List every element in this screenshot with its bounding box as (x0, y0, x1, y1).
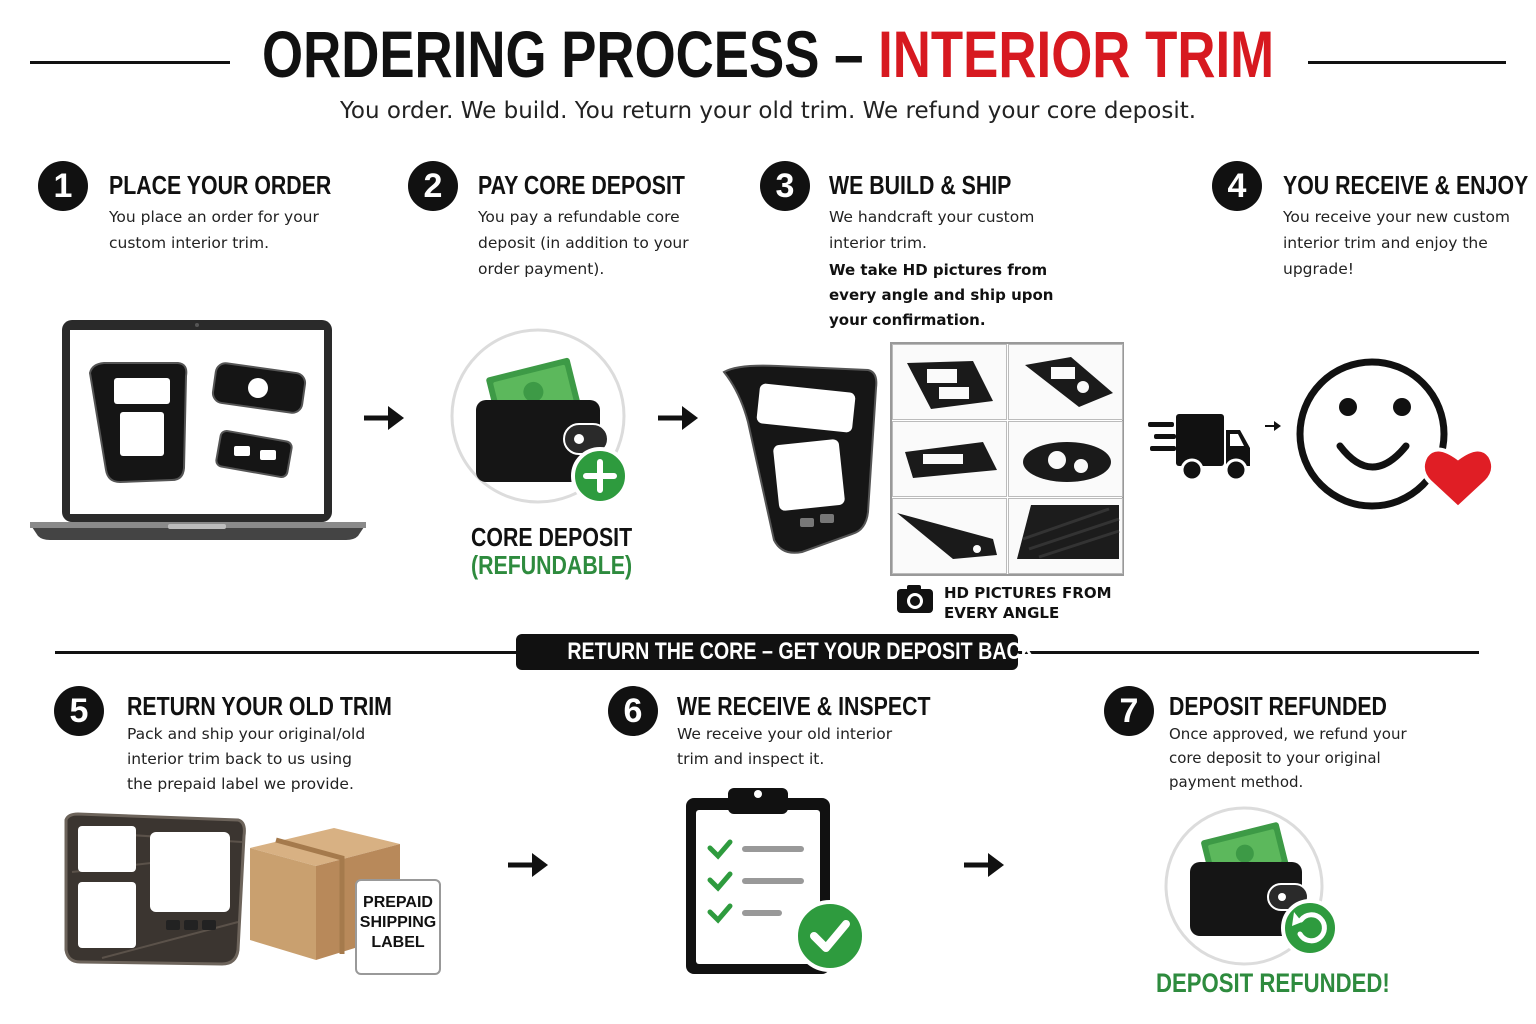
old-trim-icon (64, 812, 246, 966)
deposit-refunded-label: DEPOSIT REFUNDED! (1156, 968, 1390, 998)
photo-cell (1008, 344, 1123, 420)
step-desc-4: You receive your new custom interior tri… (1283, 204, 1510, 282)
step-desc-3-line: We handcraft your custom (829, 208, 1035, 226)
hd-pictures-line: EVERY ANGLE (944, 604, 1060, 622)
arrow-right-icon (364, 406, 404, 430)
page-title: ORDERING PROCESS – INTERIOR TRIM (262, 16, 1274, 92)
step-note-3-line: every angle and ship upon (829, 286, 1054, 304)
step-desc-7: Once approved, we refund your core depos… (1169, 722, 1407, 794)
step-desc-5-line: the prepaid label we provide. (127, 775, 354, 793)
trim-photo-icon (897, 513, 997, 559)
trim-photo-icon (1025, 357, 1113, 407)
step-desc-5-line: Pack and ship your original/old (127, 725, 366, 743)
return-banner-text: RETURN THE CORE – GET YOUR DEPOSIT BACK (567, 638, 1035, 665)
delivery-truck-icon (1148, 414, 1250, 482)
prepaid-line: SHIPPING (359, 914, 437, 931)
hd-pictures-line: HD PICTURES FROM (944, 584, 1112, 602)
step-title-5: RETURN YOUR OLD TRIM (127, 691, 392, 721)
smiley-heart-icon (1296, 358, 1496, 511)
step-desc-7-line: Once approved, we refund your (1169, 725, 1407, 743)
return-banner: RETURN THE CORE – GET YOUR DEPOSIT BACK (516, 634, 1035, 670)
step-desc-6: We receive your old interior trim and in… (677, 722, 892, 772)
step-title-1: PLACE YOUR ORDER (109, 170, 332, 200)
page-subtitle: You order. We build. You return your old… (339, 98, 1197, 124)
step-desc-4-line: interior trim and enjoy the (1283, 234, 1488, 252)
step-number-6: 6 (608, 686, 658, 736)
step-desc-2-line: order payment). (478, 260, 605, 278)
photo-cell (892, 498, 1007, 574)
step-title-3: WE BUILD & SHIP (829, 170, 1012, 200)
trim-photo-icon (1023, 442, 1111, 482)
step-title-7: DEPOSIT REFUNDED (1169, 691, 1387, 721)
step-desc-5: Pack and ship your original/old interior… (127, 722, 365, 797)
carbon-texture-icon (1017, 505, 1120, 559)
step-number-1: 1 (38, 161, 88, 211)
photo-cell (892, 344, 1007, 420)
step-desc-1: You place an order for your custom inter… (109, 204, 319, 256)
arrow-right-small-icon (1265, 421, 1281, 431)
prepaid-line: PREPAID (363, 894, 433, 911)
title-main: ORDERING PROCESS – (262, 17, 879, 91)
photo-cell (1008, 498, 1123, 574)
arrow-right-icon (508, 853, 548, 877)
step-title-6: WE RECEIVE & INSPECT (677, 691, 931, 721)
step-note-3-line: your confirmation. (829, 311, 986, 329)
step-desc-2-line: deposit (in addition to your (478, 234, 689, 252)
step-desc-3: We handcraft your custom interior trim. (829, 204, 1034, 256)
step-desc-4-line: You receive your new custom (1283, 208, 1511, 226)
core-deposit-label: CORE DEPOSIT (471, 522, 633, 552)
refundable-label: (REFUNDABLE) (471, 550, 633, 580)
trim-photo-icon (907, 361, 993, 409)
step-note-3-line: We take HD pictures from (829, 261, 1048, 279)
hd-pictures-label: HD PICTURES FROM EVERY ANGLE (944, 583, 1112, 623)
step-desc-7-line: payment method. (1169, 773, 1304, 791)
wallet-refund-icon (1164, 806, 1339, 966)
step-desc-7-line: core deposit to your original (1169, 749, 1381, 767)
step-desc-5-line: interior trim back to us using (127, 750, 352, 768)
step-number-5: 5 (54, 686, 104, 736)
photo-cell (892, 421, 1007, 497)
header-rule-left (30, 61, 230, 64)
step-number-3: 3 (760, 161, 810, 211)
laptop-icon (30, 320, 366, 540)
photo-cell (1008, 421, 1123, 497)
camera-icon (897, 585, 933, 613)
step-desc-4-line: upgrade! (1283, 260, 1354, 278)
step-number-7: 7 (1104, 686, 1154, 736)
step-desc-6-line: trim and inspect it. (677, 750, 825, 768)
step-number-4: 4 (1212, 161, 1262, 211)
prepaid-line: LABEL (371, 934, 425, 951)
step-desc-1-line: You place an order for your (109, 208, 319, 226)
step-desc-6-line: We receive your old interior (677, 725, 893, 743)
trim-panel-icon (722, 364, 878, 554)
clipboard-check-icon (686, 788, 866, 974)
step-title-2: PAY CORE DEPOSIT (478, 170, 685, 200)
step-desc-3-line: interior trim. (829, 234, 927, 252)
step-title-4: YOU RECEIVE & ENJOY (1283, 170, 1529, 200)
hd-photo-grid (890, 342, 1124, 576)
page-header: ORDERING PROCESS – INTERIOR TRIM (0, 8, 1536, 92)
prepaid-label-card: PREPAID SHIPPING LABEL (355, 879, 441, 975)
arrow-right-icon (964, 853, 1004, 877)
arrow-right-icon (658, 406, 698, 430)
step-note-3: We take HD pictures from every angle and… (829, 258, 1053, 333)
header-rule-right (1308, 61, 1506, 64)
title-accent: INTERIOR TRIM (878, 17, 1275, 91)
step-desc-2: You pay a refundable core deposit (in ad… (478, 204, 689, 282)
step-desc-1-line: custom interior trim. (109, 234, 269, 252)
trim-photo-icon (905, 442, 997, 478)
wallet-plus-icon (450, 328, 629, 505)
step-number-2: 2 (408, 161, 458, 211)
step-desc-2-line: You pay a refundable core (478, 208, 680, 226)
